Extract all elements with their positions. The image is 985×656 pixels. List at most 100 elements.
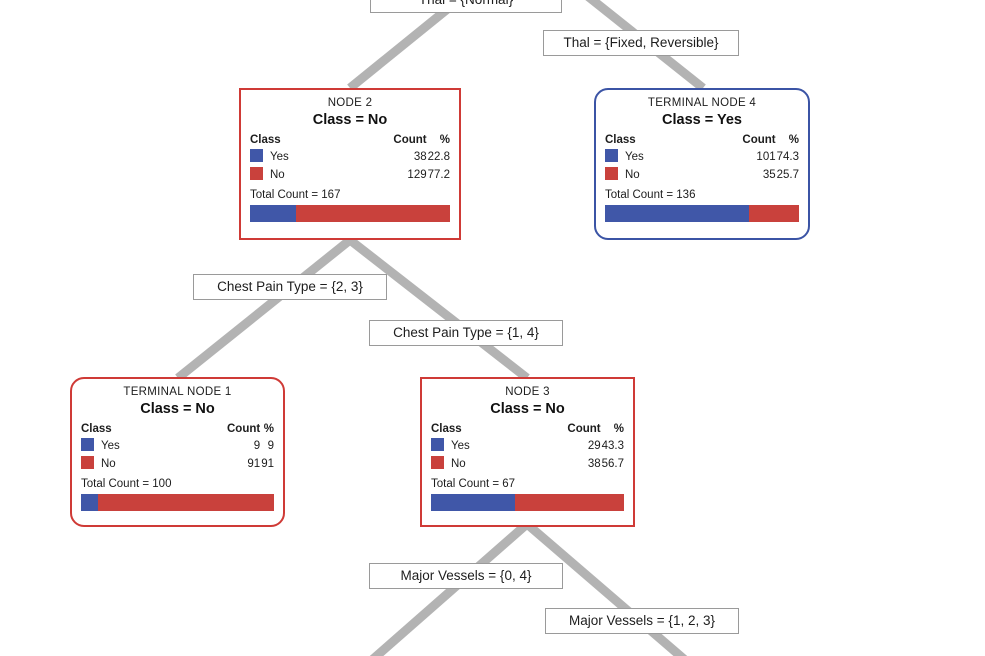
row-percent: 91 [261,457,274,470]
node-class-label: Class = No [312,112,388,128]
node-total-count: Total Count = 167 [250,189,341,201]
bar-segment-yes [431,494,515,511]
table-row: Yes 9 9 [81,438,274,456]
node-distribution-bar [81,494,274,511]
bar-segment-no [514,494,624,511]
table-row: No 35 25.7 [605,167,799,185]
node-class-label: Class = No [490,401,565,417]
bar-segment-no [98,494,274,511]
col-header-count: Count [742,134,776,146]
bar-segment-no [749,205,799,222]
row-class-name: Yes [451,440,470,452]
legend-swatch-no-icon [250,167,263,180]
table-header-row: Class Count % [81,423,274,438]
row-class-name: No [451,458,466,470]
row-percent: 43.3 [601,439,624,452]
node-class-table: Class Count % Yes 9 9 No 91 91 [81,423,274,474]
table-header-row: Class Count % [605,134,799,149]
bar-segment-yes [605,205,750,222]
col-header-count: Count [567,423,601,435]
node-title: NODE 3 [505,386,550,398]
node-total-count: Total Count = 67 [431,478,516,490]
node-class-table: Class Count % Yes 29 43.3 No 38 56.7 [431,423,624,474]
legend-swatch-no-icon [605,167,618,180]
row-percent: 77.2 [427,168,450,181]
node-class-table: Class Count % Yes 38 22.8 No 129 77.2 [250,134,450,185]
row-class-name: Yes [270,151,289,163]
node-node3[interactable]: NODE 3 Class = No Class Count % Yes 29 4… [420,377,635,527]
node-class-table: Class Count % Yes 101 74.3 No 35 25.7 [605,134,799,185]
node-distribution-bar [605,205,799,222]
row-class-name: Yes [625,151,644,163]
row-percent: 9 [267,439,274,452]
col-header-percent: % [439,134,450,146]
row-count: 29 [587,439,601,452]
row-count: 101 [756,150,776,163]
legend-swatch-no-icon [431,456,444,469]
edge-node2-to-node3 [347,236,530,382]
row-count: 9 [253,439,261,452]
col-header-class: Class [431,423,462,435]
node-title: TERMINAL NODE 1 [123,386,232,398]
bar-segment-yes [250,205,296,222]
edge-node3-to-left [369,520,530,656]
table-row: Yes 101 74.3 [605,149,799,167]
node-terminal-node1[interactable]: TERMINAL NODE 1 Class = No Class Count %… [70,377,285,527]
row-percent: 74.3 [776,150,799,163]
row-count: 129 [407,168,427,181]
col-header-class: Class [81,423,112,435]
row-percent: 56.7 [601,457,624,470]
edge-label-chest-pain-type-2-3[interactable]: Chest Pain Type = {2, 3} [193,274,387,300]
row-class-name: No [270,169,285,181]
table-row: No 91 91 [81,456,274,474]
row-class-name: Yes [101,440,120,452]
col-header-percent: % [613,423,624,435]
node-class-label: Class = No [140,401,215,417]
edge-label-chest-pain-type-1-4[interactable]: Chest Pain Type = {1, 4} [369,320,563,346]
legend-swatch-yes-icon [605,149,618,162]
row-class-name: No [101,458,116,470]
row-class-name: No [625,169,640,181]
edge-node3-to-right [524,520,688,656]
bar-segment-yes [81,494,99,511]
legend-swatch-yes-icon [81,438,94,451]
col-header-class: Class [250,134,281,146]
table-header-row: Class Count % [250,134,450,149]
node-title: TERMINAL NODE 4 [647,97,757,109]
node-node2[interactable]: NODE 2 Class = No Class Count % Yes 38 2… [239,88,461,240]
legend-swatch-no-icon [81,456,94,469]
col-header-percent: % [263,423,274,435]
edge-label-major-vessels-0-4[interactable]: Major Vessels = {0, 4} [369,563,563,589]
col-header-percent: % [788,134,799,146]
node-distribution-bar [431,494,624,511]
legend-swatch-yes-icon [250,149,263,162]
edge-root-to-node2 [347,0,466,92]
node-terminal-node4[interactable]: TERMINAL NODE 4 Class = Yes Class Count … [594,88,810,240]
node-class-label: Class = Yes [662,112,742,128]
table-row: No 38 56.7 [431,456,624,474]
bar-segment-no [295,205,450,222]
row-percent: 22.8 [427,150,450,163]
col-header-class: Class [605,134,636,146]
legend-swatch-yes-icon [431,438,444,451]
table-header-row: Class Count % [431,423,624,438]
table-row: No 129 77.2 [250,167,450,185]
edge-label-thal-normal[interactable]: Thal = {Normal} [370,0,562,13]
edge-node2-to-node1 [175,236,353,382]
table-row: Yes 29 43.3 [431,438,624,456]
row-count: 38 [413,150,427,163]
node-total-count: Total Count = 136 [605,189,696,201]
node-title: NODE 2 [327,97,373,109]
row-count: 91 [247,457,261,470]
edge-label-major-vessels-1-2-3[interactable]: Major Vessels = {1, 2, 3} [545,608,739,634]
node-total-count: Total Count = 100 [81,478,172,490]
row-count: 35 [762,168,776,181]
node-distribution-bar [250,205,450,222]
col-header-count: Count [393,134,427,146]
row-percent: 25.7 [776,168,799,181]
table-row: Yes 38 22.8 [250,149,450,167]
edge-label-thal-fixed-reversible[interactable]: Thal = {Fixed, Reversible} [543,30,739,56]
row-count: 38 [587,457,601,470]
